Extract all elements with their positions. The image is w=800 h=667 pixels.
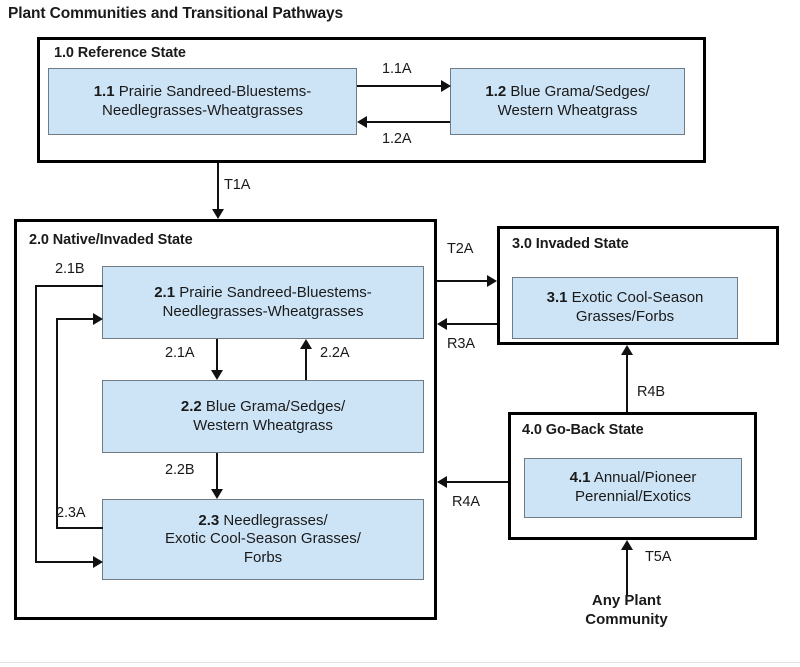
community-box-2-1[interactable]: 2.1 Prairie Sandreed-Bluestems- Needlegr… [102,266,424,339]
community-num-3-1: 3.1 [546,289,568,307]
community-line-2-2-a: Blue Grama/Sedges/ [205,397,346,415]
community-line-3-1-b: Grasses/Forbs [575,308,675,325]
external-label-line-2: Community [585,610,668,628]
connector-1-1a-line [357,85,442,87]
connector-2-3a-vertical [56,318,58,527]
arrowhead-r4a [437,476,447,488]
transition-label-t1a: T1A [224,177,251,193]
community-line-1-1-b: Needlegrasses-Wheatgrasses [102,101,303,119]
community-num-1-1: 1.1 [93,82,115,100]
community-line-4-1-a: Annual/Pioneer [593,469,697,487]
arrowhead-2-3a [93,313,103,325]
community-line-2-3-c: Forbs [243,548,283,566]
community-num-4-1: 4.1 [569,469,591,487]
transition-label-r4a: R4A [452,494,480,510]
community-box-1-2[interactable]: 1.2 Blue Grama/Sedges/ Western Wheatgras… [450,68,685,135]
transition-label-2-2b: 2.2B [165,462,195,478]
state-label-2-0: 2.0 Native/Invaded State [29,232,193,248]
community-box-4-1[interactable]: 4.1 Annual/Pioneer Perennial/Exotics [524,458,742,518]
state-label-4-0: 4.0 Go-Back State [522,422,644,438]
community-box-1-1[interactable]: 1.1 Prairie Sandreed-Bluestems- Needlegr… [48,68,357,135]
transition-label-1-2a: 1.2A [382,131,412,147]
community-line-1-1-a: Prairie Sandreed-Bluestems- [118,82,312,100]
transition-label-2-2a: 2.2A [320,345,350,361]
bottom-divider [0,662,800,663]
community-num-1-2: 1.2 [485,82,507,100]
arrowhead-2-2a [300,339,312,349]
arrowhead-t5a [621,540,633,550]
arrowhead-r3a [437,318,447,330]
community-line-2-3-a: Needlegrasses/ [223,511,328,529]
connector-2-1b-vertical [35,285,37,563]
arrowhead-1-1a [441,80,451,92]
transition-label-2-3a: 2.3A [56,505,86,521]
community-line-3-1-a: Exotic Cool-Season [571,289,704,307]
connector-r4b-line [626,353,628,412]
arrowhead-t1a [212,209,224,219]
community-line-1-2-b: Western Wheatgrass [497,101,638,119]
transition-label-2-1b: 2.1B [55,261,85,277]
arrowhead-2-2b [211,489,223,499]
connector-t5a-line [626,548,628,596]
connector-t1a-line [217,163,219,211]
transition-label-t5a: T5A [645,549,672,565]
connector-t2a-line [437,280,488,282]
connector-2-2a-line [305,347,307,380]
community-line-4-1-b: Perennial/Exotics [575,488,691,505]
transition-label-r4b: R4B [637,384,665,400]
community-box-2-3[interactable]: 2.3 Needlegrasses/ Exotic Cool-Season Gr… [102,499,424,580]
arrowhead-r4b [621,345,633,355]
connector-2-1b-top [35,285,103,287]
connector-2-1a-line [216,339,218,372]
transition-label-2-1a: 2.1A [165,345,195,361]
connector-2-2b-line [216,453,218,491]
state-label-3-0: 3.0 Invaded State [512,236,629,252]
arrowhead-t2a [487,275,497,287]
community-line-2-3-b: Exotic Cool-Season Grasses/ [165,530,361,548]
external-label-line-1: Any Plant [591,592,662,609]
community-box-3-1[interactable]: 3.1 Exotic Cool-Season Grasses/Forbs [512,277,738,339]
arrowhead-2-1a [211,370,223,380]
transition-label-t2a: T2A [447,241,474,257]
connector-2-3a-top [56,318,94,320]
community-line-2-1-b: Needlegrasses-Wheatgrasses [162,302,364,320]
community-box-2-2[interactable]: 2.2 Blue Grama/Sedges/ Western Wheatgras… [102,380,424,453]
connector-r4a-line [447,481,508,483]
connector-2-3a-bottom [56,527,103,529]
community-line-1-2-a: Blue Grama/Sedges/ [510,82,650,100]
connector-2-1b-bottom [35,561,94,563]
page-title: Plant Communities and Transitional Pathw… [8,5,344,22]
transition-label-1-1a: 1.1A [382,61,412,77]
arrowhead-1-2a [357,116,367,128]
arrowhead-2-1b [93,556,103,568]
connector-r3a-line [447,323,497,325]
transition-label-r3a: R3A [447,336,475,352]
external-any-plant-community: Any Plant Community [554,592,699,630]
community-line-2-2-b: Western Wheatgrass [193,416,333,434]
community-num-2-3: 2.3 [198,511,220,529]
connector-1-2a-line [366,121,450,123]
community-num-2-2: 2.2 [180,397,202,415]
community-num-2-1: 2.1 [154,283,176,301]
state-label-1-0: 1.0 Reference State [54,45,186,61]
community-line-2-1-a: Prairie Sandreed-Bluestems- [179,283,372,301]
